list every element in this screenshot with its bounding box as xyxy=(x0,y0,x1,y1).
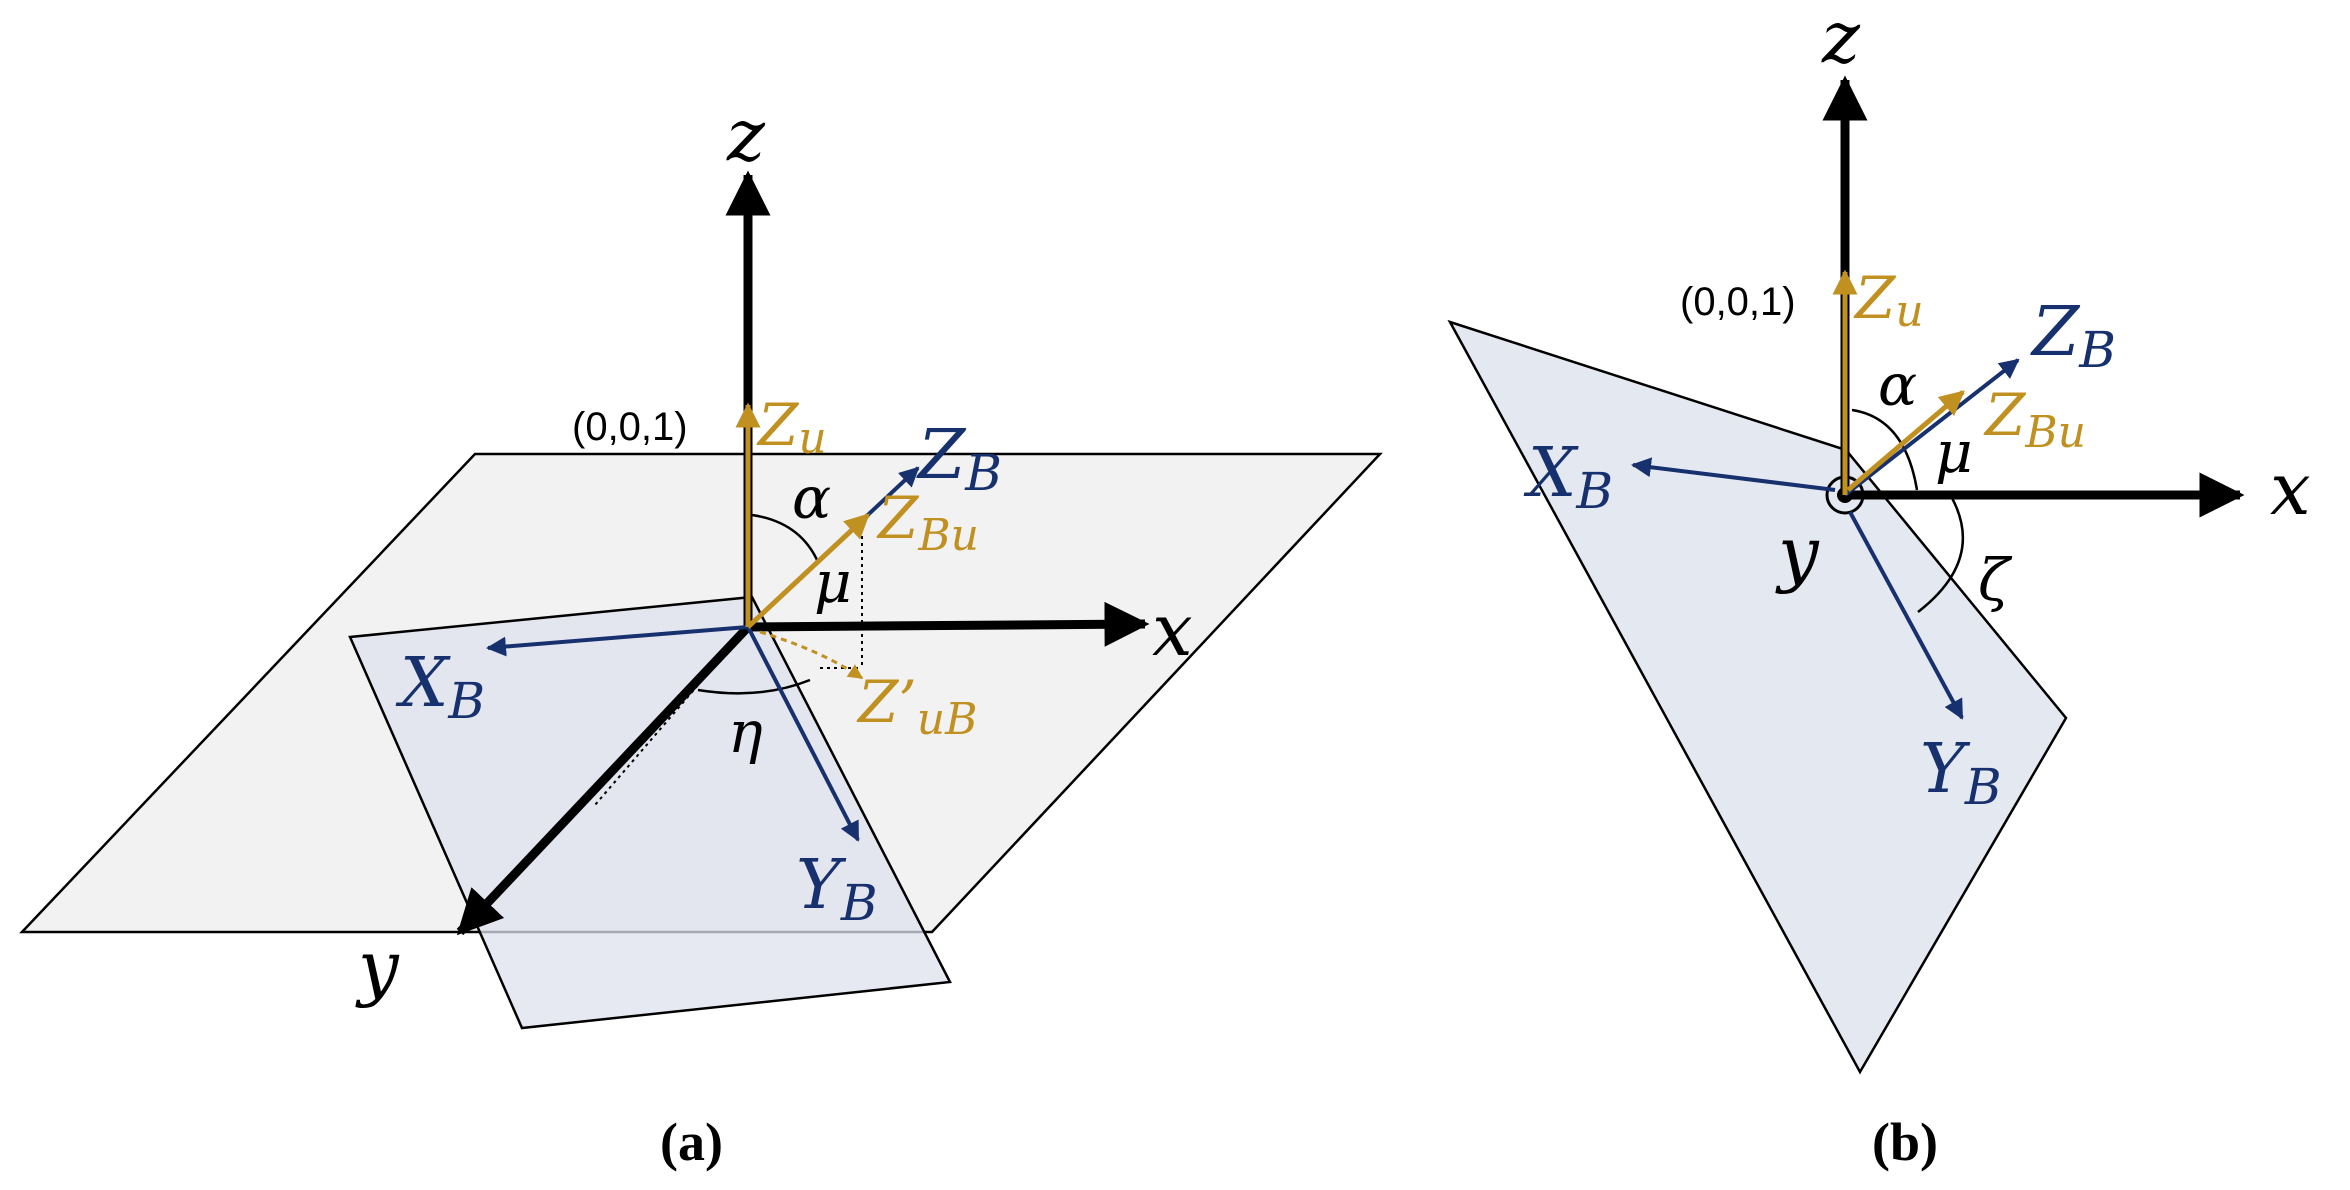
mu-label-b: μ xyxy=(1935,418,1973,486)
x-axis-label-b: x xyxy=(2270,447,2311,531)
body-plane-b xyxy=(1447,319,2068,1075)
caption-b: (b) xyxy=(1872,1112,1938,1172)
alpha-arc xyxy=(751,513,820,563)
yb-label-b: YB xyxy=(1920,730,2002,816)
y-axis-label-a: y xyxy=(355,925,400,1009)
xb-label-b: XB xyxy=(1523,434,1613,520)
xb-vector-a xyxy=(486,625,749,657)
panel-a xyxy=(19,170,1383,1030)
zeta-arc-b xyxy=(1917,497,1965,613)
zub-prime-label: Z’uB xyxy=(856,668,977,745)
zu-label-b: Zu xyxy=(1853,264,1924,337)
xb-label-a: XB xyxy=(395,644,485,730)
z-axis-label-b: z xyxy=(1821,0,1861,79)
zbu-label-b: ZBu xyxy=(1983,381,2086,458)
yb-label-a: YB xyxy=(796,846,878,932)
y-axis-label-b: y xyxy=(1775,511,1820,595)
y-axis-arrow xyxy=(456,623,752,936)
eta-arc xyxy=(697,678,811,695)
xb-vector-b xyxy=(1631,457,1836,492)
yb-vector-a xyxy=(746,626,860,842)
eta-label: η xyxy=(728,698,763,766)
zb-vector-b xyxy=(1843,358,2020,497)
zbu-label-a: ZBu xyxy=(876,484,979,561)
coord-label-b: (0,0,1) xyxy=(1680,280,1796,324)
alpha-arc-b xyxy=(1851,408,1919,491)
yb-vector-b xyxy=(1848,511,1964,720)
zub-prime-vector xyxy=(759,630,864,680)
zbu-vector-a xyxy=(746,513,870,629)
z-axis-label-a: z xyxy=(726,93,766,177)
caption-a: (a) xyxy=(660,1112,723,1172)
zb-label-b: ZB xyxy=(2030,293,2116,379)
panel-b xyxy=(1447,75,2245,1075)
zeta-label: ζ xyxy=(1978,546,2013,614)
x-axis-label-a: x xyxy=(1152,588,1193,672)
mu-label-a: μ xyxy=(814,548,852,616)
x-axis-arrow xyxy=(747,601,1150,647)
alpha-label-a: α xyxy=(792,464,831,532)
alpha-label-b: α xyxy=(1878,351,1917,419)
zu-label-a: Zu xyxy=(756,391,827,464)
zb-label-a: ZB xyxy=(916,416,1002,502)
coord-label-a: (0,0,1) xyxy=(572,405,688,449)
zbu-vector-b xyxy=(1846,390,1965,492)
